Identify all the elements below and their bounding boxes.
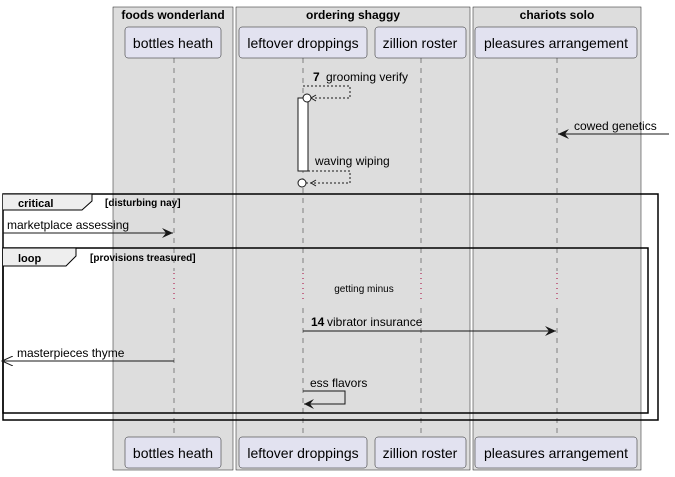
participant-leftover-top: leftover droppings: [238, 26, 368, 59]
message-label: grooming verify: [326, 70, 408, 84]
participant-label: zillion roster: [383, 445, 458, 461]
delay-label: getting minus: [334, 284, 393, 295]
fragment-guard: [disturbing nay]: [105, 198, 181, 209]
participant-leftover-bottom: leftover droppings: [238, 436, 368, 469]
message-label: masterpieces thyme: [17, 346, 125, 360]
message-ess-flavors: ess flavors: [303, 376, 367, 409]
message-label: ess flavors: [310, 376, 367, 390]
fragment-keyword: loop: [18, 253, 41, 265]
message-cowed-genetics: cowed genetics: [558, 119, 669, 139]
delay-section: getting minus: [172, 271, 559, 303]
message-masterpieces-thyme: masterpieces thyme: [2, 346, 174, 361]
activation-bar: [297, 97, 309, 172]
participant-label: pleasures arrangement: [484, 445, 628, 461]
box-foods-wonderland: foods wonderland: [112, 6, 234, 471]
box-title-foods: foods wonderland: [121, 8, 224, 22]
participant-pleasures-top: pleasures arrangement: [474, 26, 638, 59]
message-waving-wiping: waving wiping: [297, 154, 390, 188]
message-label: vibrator insurance: [327, 315, 423, 329]
box-title-ordering: ordering shaggy: [306, 8, 400, 22]
message-label: marketplace assessing: [7, 218, 129, 232]
message-marketplace-assessing: marketplace assessing: [3, 218, 173, 238]
participant-label: pleasures arrangement: [484, 35, 628, 51]
participant-label: bottles heath: [133, 35, 213, 51]
message-grooming-verify: 7 grooming verify: [302, 70, 408, 103]
message-number: 14: [311, 315, 325, 329]
participant-label: leftover droppings: [247, 445, 358, 461]
box-ordering-shaggy: ordering shaggy: [235, 6, 471, 471]
participant-zillion-bottom: zillion roster: [374, 436, 467, 469]
fragment-guard: [provisions treasured]: [90, 253, 196, 264]
participant-pleasures-bottom: pleasures arrangement: [474, 436, 638, 469]
message-vibrator-insurance: 14 vibrator insurance: [303, 315, 556, 336]
message-label: waving wiping: [314, 154, 390, 168]
participant-label: zillion roster: [383, 35, 458, 51]
participant-label: leftover droppings: [247, 35, 358, 51]
fragment-loop: loop [provisions treasured]: [2, 247, 649, 414]
fragment-keyword: critical: [18, 198, 53, 210]
participant-label: bottles heath: [133, 445, 213, 461]
message-number: 7: [313, 70, 320, 84]
participant-zillion-top: zillion roster: [374, 26, 467, 59]
message-label: cowed genetics: [574, 119, 657, 133]
participant-bottles-bottom: bottles heath: [124, 436, 222, 469]
box-title-chariots: chariots solo: [520, 8, 595, 22]
participant-bottles-top: bottles heath: [124, 26, 222, 59]
